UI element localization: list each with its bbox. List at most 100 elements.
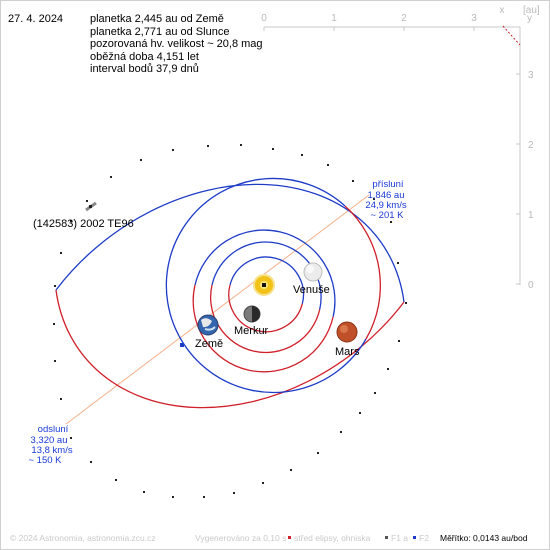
unit-label: [au]	[523, 5, 540, 16]
venus-label: Venuše	[293, 284, 330, 296]
perihelion-info: přísluní 1,846 au 24,9 km/s ~ 201 K	[365, 179, 406, 221]
orbit-point	[327, 164, 329, 166]
aphelion-title: odsluní	[38, 424, 69, 435]
orbit-point	[405, 302, 407, 304]
orbit-point	[398, 340, 400, 342]
generation-time: Vygenerováno za 0,10 s	[195, 533, 286, 543]
orbit-point	[115, 479, 117, 481]
orbit-point	[70, 220, 72, 222]
perihelion-title: přísluní	[372, 179, 404, 190]
orbit-point	[54, 285, 56, 287]
y-tick-label: 1	[528, 210, 534, 221]
mercury-icon	[243, 305, 261, 323]
f1-legend-marker	[385, 536, 388, 539]
asteroid-marker	[85, 201, 97, 212]
mercury-orbit-red	[228, 284, 303, 333]
earth-orbit-blue	[194, 229, 336, 318]
orbit-point	[86, 200, 88, 202]
orbit-point	[90, 461, 92, 463]
scale-label: Měřítko: 0,0143 au/bod	[440, 533, 528, 543]
axis-labels: 0 1 2 3 x y [au] 3 2 1 0	[261, 5, 540, 291]
center-legend: střed elipsy, ohniska	[294, 533, 371, 543]
center-legend-marker	[288, 536, 291, 539]
apsis-line	[65, 194, 370, 425]
orbit-point	[233, 492, 235, 494]
aphelion-info: odsluní 3,320 au 13,8 km/s ~ 150 K	[28, 424, 72, 466]
footer: © 2024 Astronomia, astronomia.zcu.cz Vyg…	[10, 533, 528, 543]
info-magnitude: pozorovaná hv. velikost ~ 20,8 mag	[90, 38, 263, 50]
x-axis-label: x	[500, 5, 505, 16]
earth-icon	[197, 314, 219, 336]
mercury-label: Merkur	[234, 325, 269, 337]
axes	[263, 26, 521, 285]
orbit-point	[240, 144, 242, 146]
orbit-point	[172, 496, 174, 498]
orbit-point	[54, 360, 56, 362]
orbit-point	[110, 176, 112, 178]
orbit-point	[207, 145, 209, 147]
y-tick-label: 2	[528, 140, 534, 151]
aphelion-distance: 3,320 au	[31, 435, 68, 446]
f1-legend: F1 a	[391, 533, 408, 543]
orbit-point	[373, 198, 375, 200]
orbit-point	[203, 496, 205, 498]
date-label: 27. 4. 2024	[8, 13, 64, 25]
y-tick-label: 3	[528, 70, 534, 81]
orbit-point	[390, 221, 392, 223]
info-sun-distance: planetka 2,771 au od Slunce	[90, 25, 230, 38]
info-block: planetka 2,445 au od Země planetka 2,771…	[90, 13, 263, 76]
orbit-direction-indicator	[502, 25, 521, 46]
f2-legend: F2	[419, 533, 429, 543]
mercury-orbit-blue	[229, 256, 305, 304]
asteroid-orbit-above	[55, 183, 405, 303]
info-earth-distance: planetka 2,445 au od Země	[90, 13, 224, 25]
orbit-point	[140, 159, 142, 161]
orbit-point	[387, 368, 389, 370]
orbit-point	[374, 392, 376, 394]
orbit-point	[70, 437, 72, 439]
copyright: © 2024 Astronomia, astronomia.zcu.cz	[10, 533, 156, 543]
orbit-point	[317, 452, 319, 454]
orbit-point	[272, 148, 274, 150]
orbit-point	[172, 149, 174, 151]
orbit-point	[359, 412, 361, 414]
venus-icon	[303, 262, 323, 282]
orbit-points	[53, 144, 407, 498]
aphelion-temperature: ~ 150 K	[28, 455, 62, 466]
x-tick-label: 2	[401, 13, 407, 24]
f2-legend-marker	[413, 536, 416, 539]
orbit-point	[143, 491, 145, 493]
earth-orbit-red	[192, 284, 334, 373]
orbit-point	[290, 469, 292, 471]
object-labels: (142583) 2002 TE96 Venuše Merkur Země Ma…	[33, 218, 360, 358]
orbit-point	[397, 262, 399, 264]
venus-orbit-red	[209, 284, 321, 354]
y-tick-label: 0	[528, 280, 534, 291]
orbit-point	[301, 154, 303, 156]
perihelion-temperature: ~ 201 K	[370, 210, 404, 221]
venus-orbit-blue	[211, 241, 322, 310]
orbit-point	[60, 252, 62, 254]
x-tick-label: 0	[261, 13, 267, 24]
mars-icon	[336, 321, 358, 343]
ellipse-center-marker	[180, 343, 184, 347]
orbit-point	[60, 398, 62, 400]
orbit-point	[352, 180, 354, 182]
aphelion-speed: 13,8 km/s	[31, 445, 72, 456]
mars-orbit-blue	[165, 177, 367, 394]
info-period: oběžná doba 4,151 let	[90, 50, 199, 63]
sun-icon	[253, 274, 275, 296]
orbit-point	[53, 323, 55, 325]
perihelion-speed: 24,9 km/s	[365, 200, 406, 211]
x-tick-label: 1	[331, 13, 337, 24]
y-axis-label: y	[527, 13, 532, 24]
asteroid-label: (142583) 2002 TE96	[33, 218, 134, 230]
earth-label: Země	[195, 338, 223, 350]
x-tick-label: 3	[471, 13, 477, 24]
perihelion-distance: 1,846 au	[368, 190, 405, 201]
asteroid-orbit-below	[55, 289, 405, 409]
mars-orbit-red	[344, 205, 381, 340]
orbit-point	[340, 431, 342, 433]
